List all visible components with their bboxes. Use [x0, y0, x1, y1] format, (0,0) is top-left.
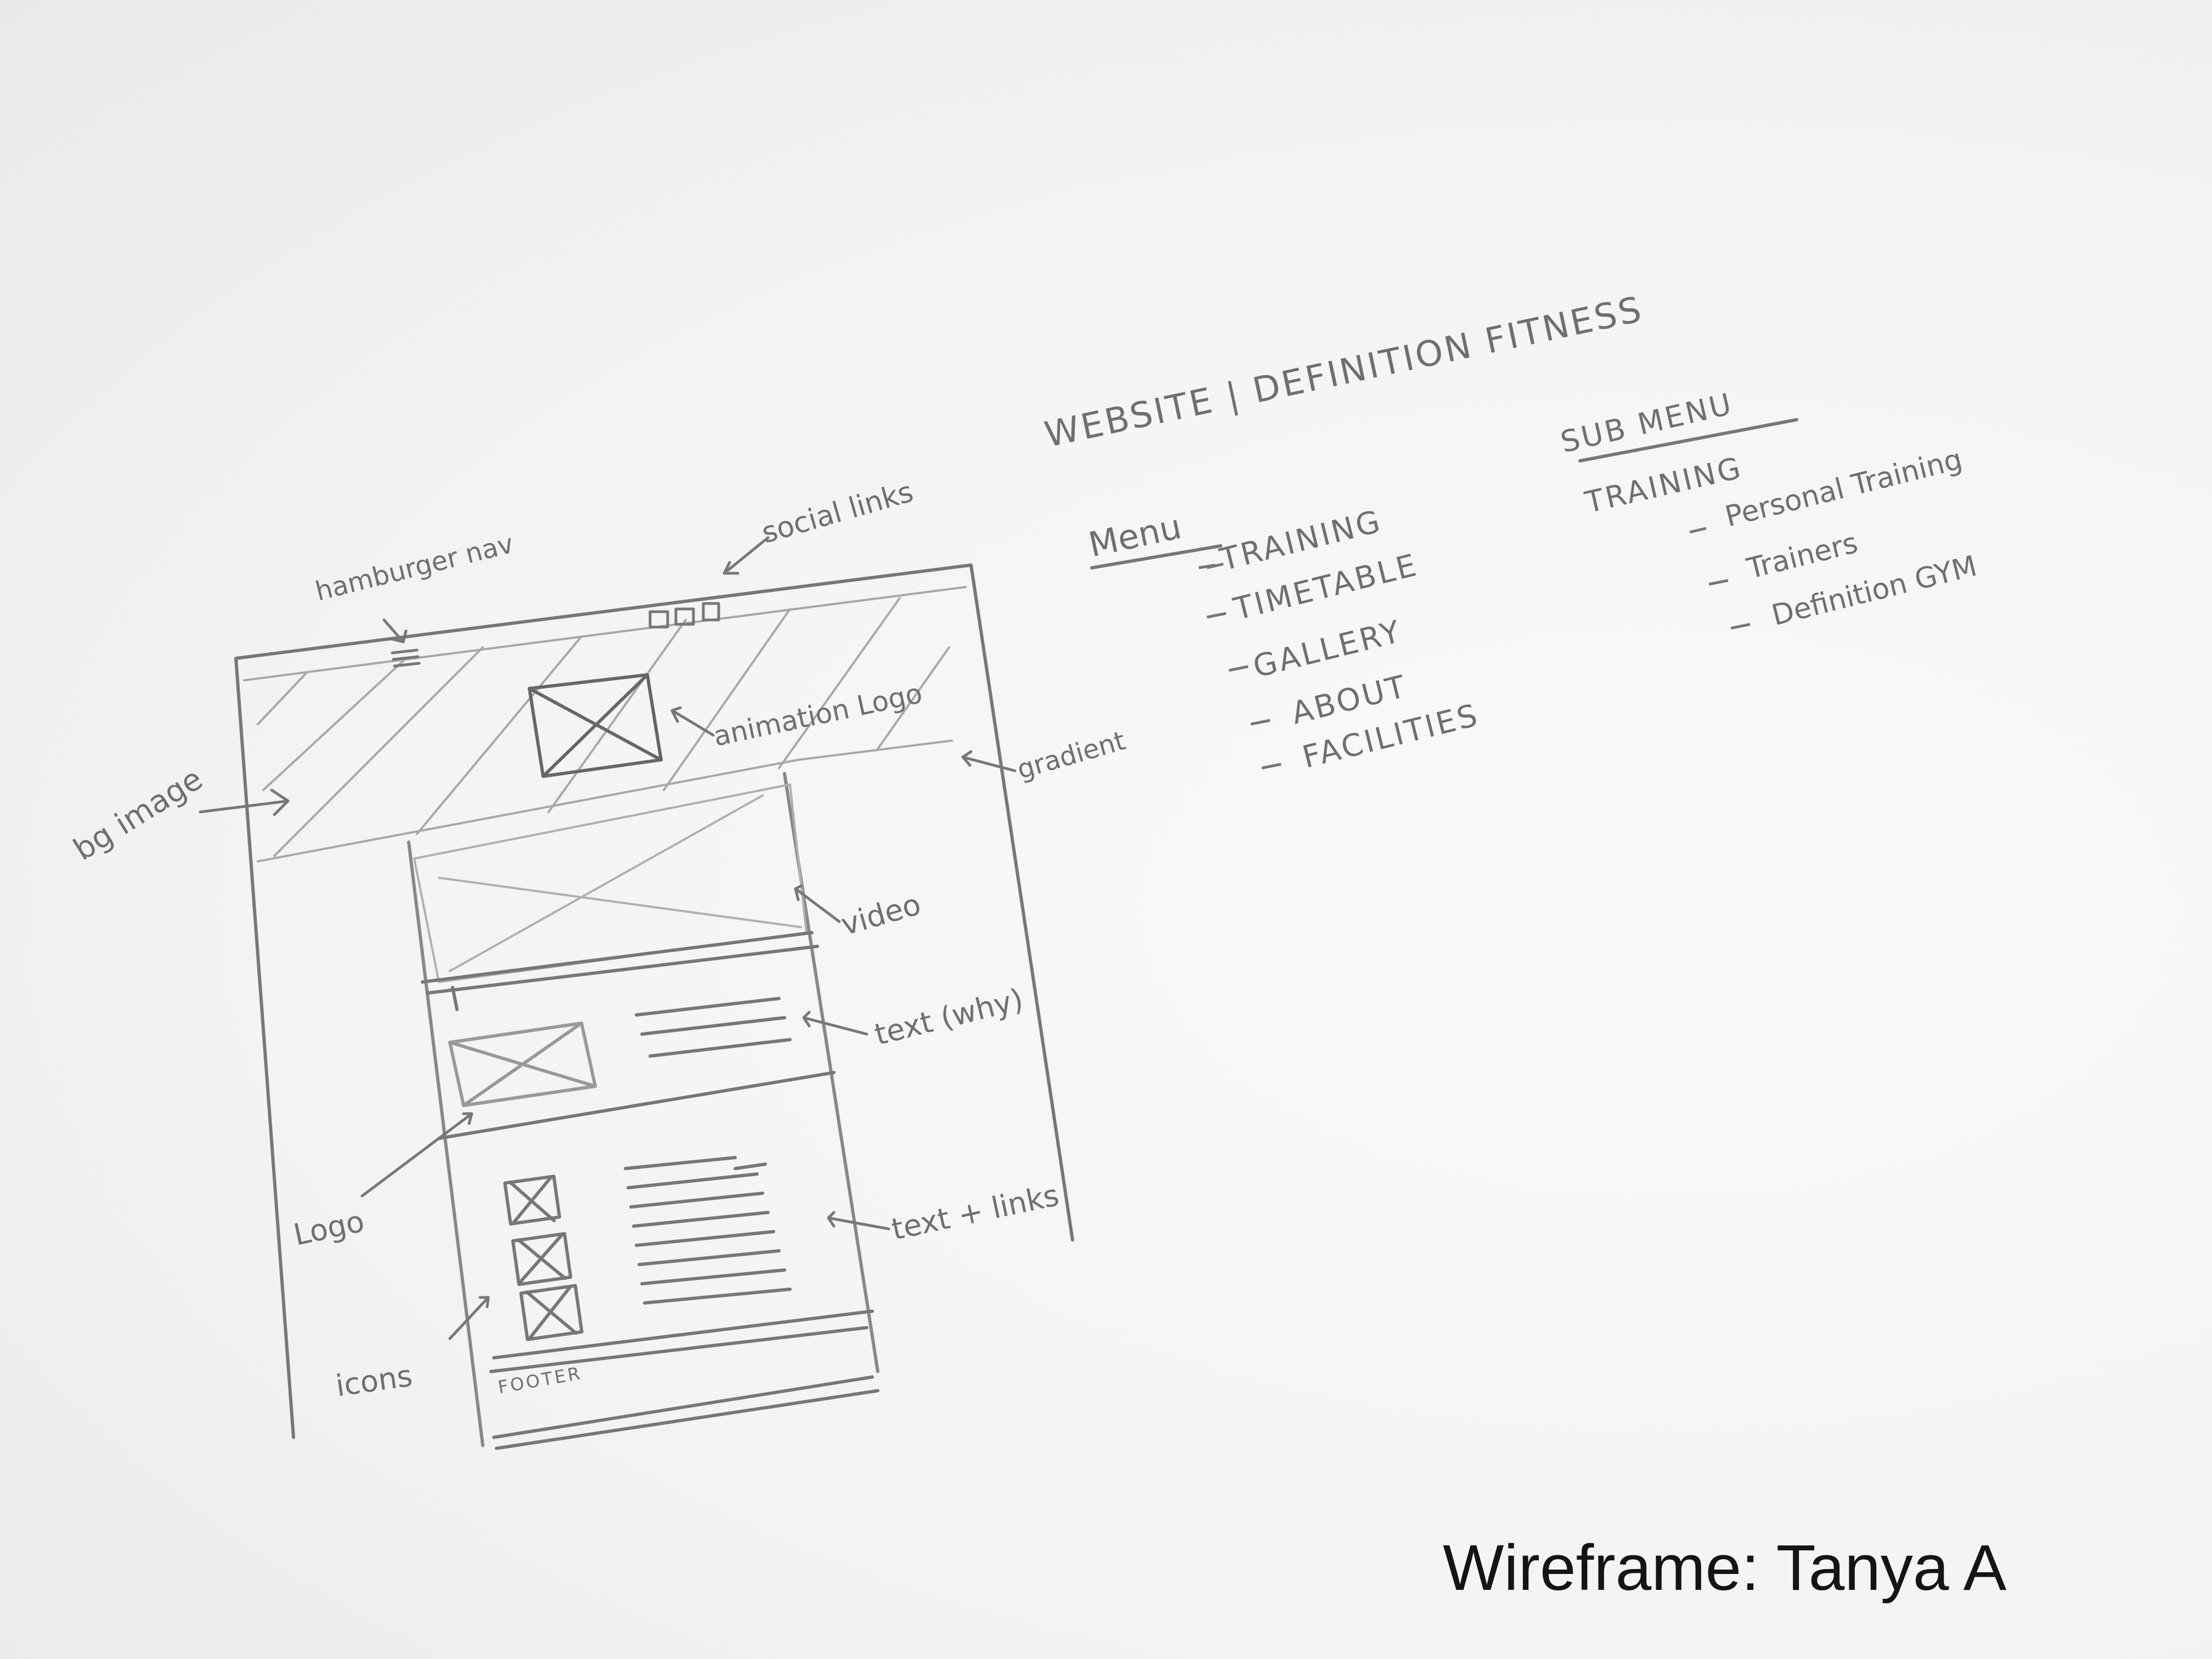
- hamburger-icon: [391, 648, 421, 668]
- menu-underline: [1090, 544, 1222, 569]
- arrow-logo: [360, 1112, 473, 1198]
- video-placeholder: [413, 783, 808, 983]
- annotation-hamburger-nav: hamburger nav: [312, 528, 516, 607]
- annotation-social-links: social links: [758, 476, 917, 550]
- links-section: [503, 1156, 792, 1341]
- arrow-video: [794, 884, 841, 923]
- submenu-dashes: [1689, 527, 1751, 630]
- animation-logo-placeholder: [528, 673, 663, 778]
- arrow-social: [723, 536, 770, 575]
- arrow-hamburger: [382, 618, 408, 644]
- icon-box-1: [503, 1175, 561, 1226]
- caption: Wireframe: Tanya A: [1443, 1532, 2007, 1604]
- annotation-text-links: text + links: [889, 1178, 1062, 1247]
- submenu-parent: TRAINING: [1582, 450, 1746, 520]
- header-band: [243, 586, 967, 862]
- annotation-video: video: [837, 887, 924, 942]
- menu-dashes: [1198, 562, 1282, 770]
- arrow-anim-logo: [670, 706, 715, 737]
- arrow-icons: [448, 1296, 490, 1340]
- submenu-item-personal-training: Personal Training: [1722, 443, 1966, 533]
- submenu-item-trainers: Trainers: [1743, 527, 1861, 586]
- arrow-text-why: [802, 1011, 868, 1036]
- submenu-underline: [1578, 418, 1798, 462]
- annotation-text-why: text (why): [871, 982, 1026, 1052]
- page-frame: [234, 563, 1074, 1439]
- content-column: [407, 772, 879, 1447]
- title-text: WEBSITE | DEFINITION FITNESS: [1041, 289, 1647, 456]
- annotation-gradient: gradient: [1014, 725, 1129, 786]
- why-section: [421, 931, 836, 1140]
- arrow-gradient: [961, 750, 1017, 772]
- annotation-arrows: [199, 536, 1017, 1340]
- arrow-text-links: [827, 1211, 890, 1231]
- icon-box-2: [511, 1232, 573, 1286]
- annotation-logo: Logo: [291, 1204, 368, 1252]
- annotation-animation-logo: animation Logo: [710, 678, 925, 753]
- footer-section: [489, 1310, 879, 1450]
- arrow-bg-image: [199, 788, 290, 816]
- annotation-icons: icons: [334, 1358, 414, 1403]
- social-links-icons: [648, 602, 720, 629]
- annotation-bg-image: bg image: [67, 761, 209, 868]
- icon-box-3: [519, 1284, 584, 1341]
